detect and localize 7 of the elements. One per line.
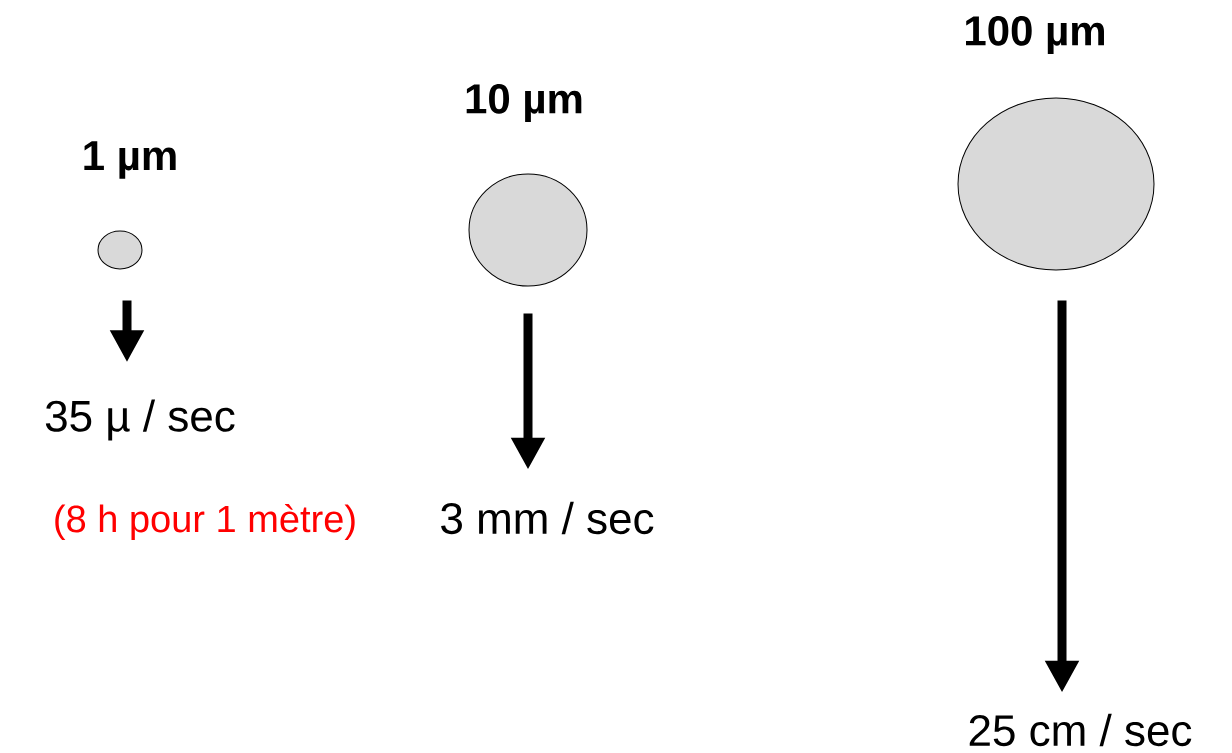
speed-label: 25 cm / sec: [969, 713, 1192, 747]
speed-label: 3 mm / sec: [441, 501, 654, 535]
size-label: 100 µm: [966, 15, 1104, 54]
note-label: (8 h pour 1 mètre): [55, 504, 355, 540]
size-label: 10 µm: [466, 83, 582, 123]
speed-label: 35 µ / sec: [45, 399, 235, 441]
size-label: 1 µm: [84, 141, 176, 179]
